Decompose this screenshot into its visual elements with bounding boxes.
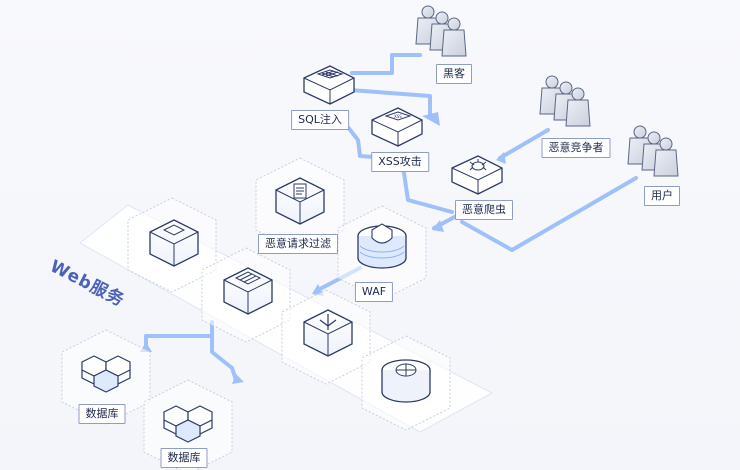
flow-arrowhead [232, 374, 244, 384]
database-2-node [163, 405, 213, 443]
label-xss-attack: XSS攻击 [371, 152, 429, 172]
server-rack-icon [234, 271, 262, 285]
database-1-node [81, 355, 131, 393]
label-waf: WAF [354, 282, 394, 302]
label-user: 用户 [644, 186, 680, 206]
user-group [627, 125, 679, 177]
user-group-icon [415, 5, 467, 57]
user-group-icon [627, 125, 679, 177]
svg-text:XSS: XSS [394, 114, 402, 119]
label-database-1: 数据库 [78, 404, 126, 424]
request-filter-node [275, 177, 325, 225]
network-branch-icon [319, 314, 337, 330]
label-request-filter: 恶意请求过滤 [258, 234, 338, 254]
hacker-group [415, 5, 467, 57]
flow-line-sql-to-xss [348, 88, 432, 120]
flow-arrowhead [422, 112, 440, 126]
hexagon-cluster-icon [163, 405, 213, 443]
label-malicious-crawler: 恶意爬虫 [455, 200, 513, 220]
hexagon-cluster-icon [81, 355, 131, 393]
server-window-icon [162, 224, 186, 236]
flow-arrowhead [496, 152, 506, 164]
label-database-2: 数据库 [160, 448, 208, 468]
malicious-competitor-group [539, 75, 591, 127]
flow-line-web-to-db [144, 320, 214, 348]
label-malicious-competitor: 恶意竞争者 [541, 138, 611, 158]
xss-window-icon: XSS [384, 111, 412, 121]
label-hacker: 黑客 [436, 64, 472, 84]
flow-arrowhead [432, 220, 444, 232]
label-sql-injection: SQL注入 [291, 110, 349, 130]
web-node-4 [381, 359, 431, 403]
grid-table-icon [316, 69, 344, 79]
web-node-2 [223, 267, 273, 315]
globe-icon [395, 363, 417, 377]
flow-line-competitor [498, 128, 550, 160]
flow-line-db-branch [210, 334, 238, 382]
shield-icon [371, 223, 393, 244]
web-node-3 [303, 309, 353, 357]
web-node-1 [149, 219, 199, 267]
user-group-icon [539, 75, 591, 127]
flow-line-hacker [350, 53, 422, 75]
bug-icon [469, 159, 487, 171]
waf-node [357, 223, 407, 269]
malicious-crawler-node [451, 155, 503, 195]
flow-line-xss-to-filter [400, 158, 454, 214]
xss-attack-node: XSS [371, 107, 423, 147]
document-icon [293, 183, 307, 199]
sql-injection-node [303, 65, 355, 105]
flow-line-user [460, 176, 638, 252]
